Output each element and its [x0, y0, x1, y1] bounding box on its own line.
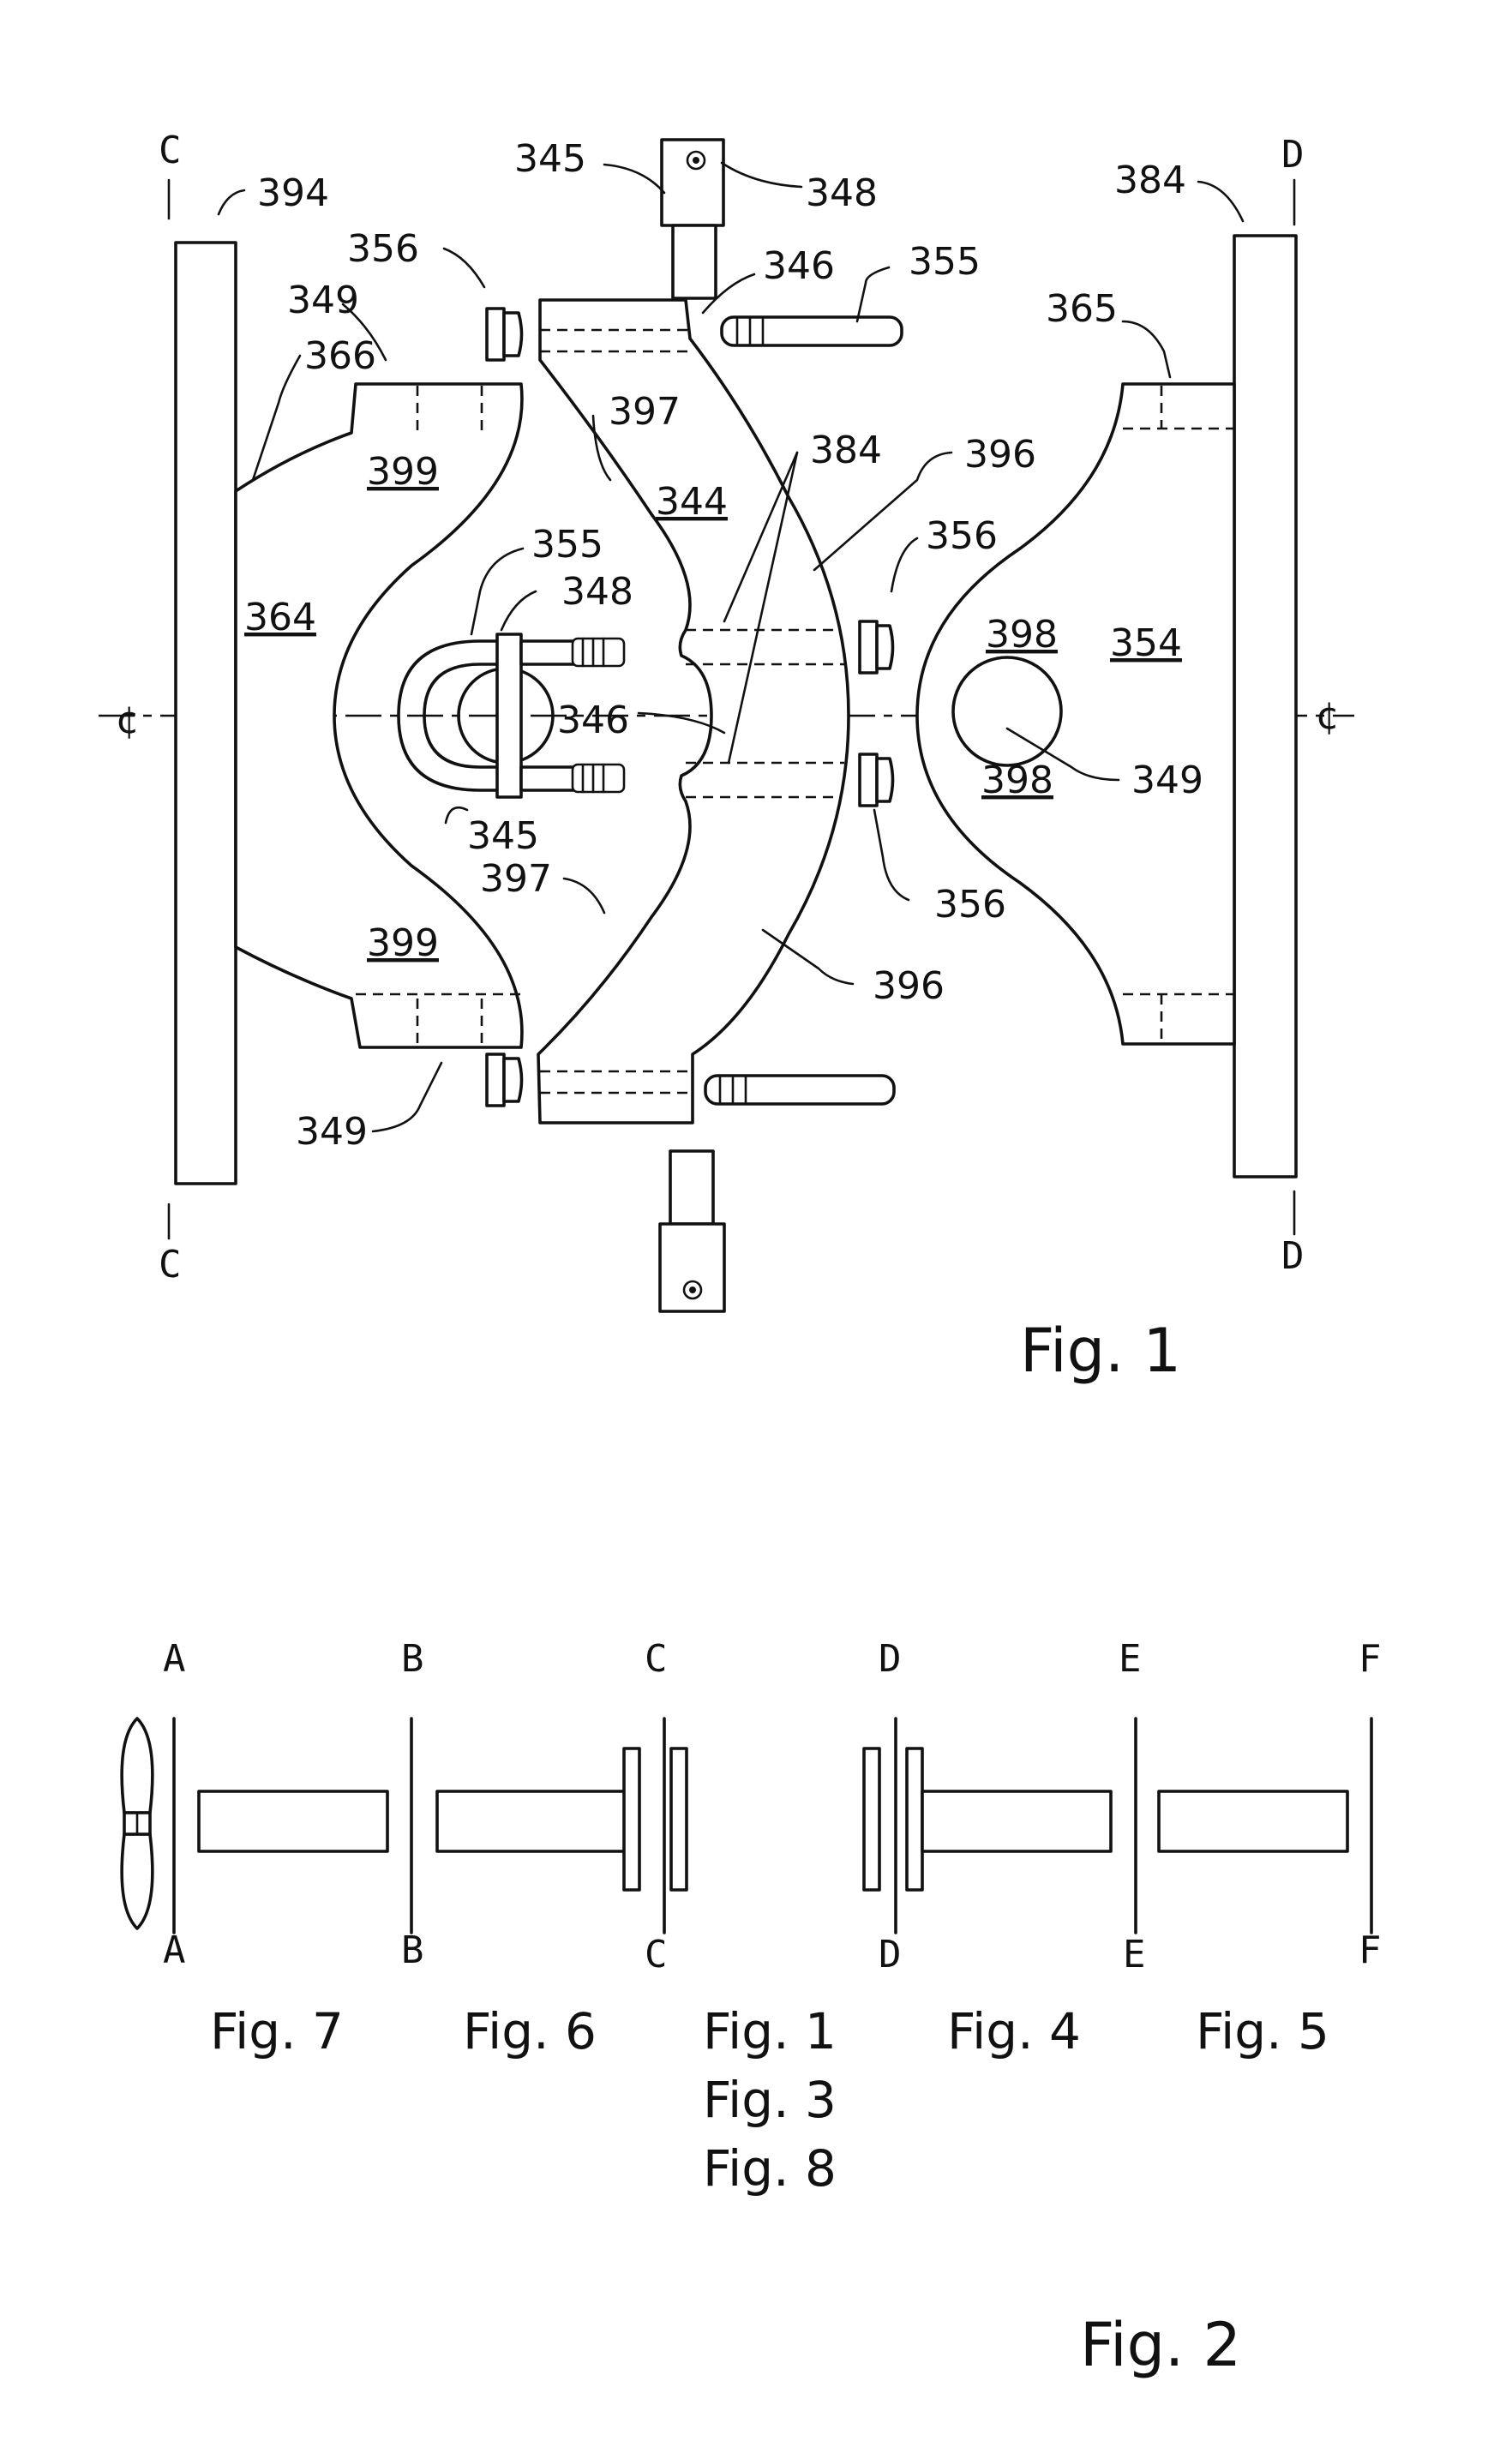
ref-396-bot: 396 — [873, 964, 945, 1008]
nut-356-mid-bottom — [860, 754, 893, 806]
nut-356-bottom — [487, 1054, 522, 1106]
ref-398-top: 398 — [986, 613, 1058, 657]
section-box-fig4 — [922, 1791, 1111, 1851]
section-label-f-bottom: F — [1359, 1928, 1382, 1972]
ref-355-mid: 355 — [531, 523, 603, 567]
nut-356-mid-top — [860, 621, 893, 673]
ref-356-top: 356 — [347, 227, 419, 271]
ref-345-mid: 345 — [467, 814, 539, 858]
caption-fig8: Fig. 8 — [703, 2139, 837, 2198]
caption-fig6: Fig. 6 — [463, 2002, 597, 2060]
caption-fig3: Fig. 3 — [703, 2071, 837, 2129]
centerline-mark-left: ¢ — [116, 699, 140, 742]
ref-397-mid: 397 — [480, 857, 552, 901]
rail-d-inner — [907, 1748, 922, 1890]
ref-396-top: 396 — [964, 433, 1036, 477]
ref-349-right: 349 — [1131, 759, 1203, 802]
ref-348-top: 348 — [806, 171, 878, 215]
right-rail-384 — [1234, 236, 1296, 1177]
caption-fig7: Fig. 7 — [210, 2002, 344, 2060]
section-label-a-top: A — [163, 1637, 186, 1681]
section-box-fig5 — [1159, 1791, 1347, 1851]
section-label-e-top: E — [1119, 1637, 1142, 1681]
ref-397-top: 397 — [609, 390, 681, 434]
ref-344: 344 — [656, 480, 728, 524]
fig2-labels: A B C D E F A B C D E F Fig. 7 Fig. 6 Fi… — [163, 1637, 1382, 2380]
ref-366: 366 — [304, 334, 376, 378]
section-label-c-bottom: C — [159, 1243, 182, 1286]
bottom-pin-345 — [660, 1151, 724, 1311]
fig2-caption: Fig. 2 — [1080, 2310, 1241, 2380]
ref-364: 364 — [244, 596, 316, 639]
section-label-c-top: C — [159, 129, 182, 172]
caption-fig1-small: Fig. 1 — [703, 2002, 837, 2060]
centerline-mark-right: ¢ — [1316, 694, 1340, 738]
top-bolt-355 — [722, 317, 902, 345]
section-label-d2-top: D — [879, 1637, 902, 1681]
ref-356-bot: 356 — [934, 883, 1006, 927]
section-label-f-top: F — [1359, 1637, 1382, 1681]
section-label-b-top: B — [401, 1637, 424, 1681]
ref-399-bot: 399 — [367, 921, 439, 965]
section-label-d-bottom: D — [1281, 1234, 1305, 1278]
rail-d-outer — [864, 1748, 879, 1890]
rail-c-outer — [624, 1748, 639, 1890]
top-pin-345 — [662, 140, 723, 298]
ref-394: 394 — [257, 171, 329, 215]
ref-345-top: 345 — [514, 137, 586, 181]
section-label-c2-top: C — [645, 1637, 668, 1681]
ref-349-bot: 349 — [296, 1110, 368, 1154]
ref-399-top: 399 — [367, 450, 439, 494]
ref-348-mid: 348 — [561, 570, 633, 614]
section-label-d2-bottom: D — [879, 1933, 902, 1976]
section-label-a-bottom: A — [163, 1928, 186, 1972]
ref-346-top: 346 — [763, 244, 835, 288]
ref-356-mid: 356 — [926, 514, 998, 558]
ref-365: 365 — [1046, 287, 1118, 331]
propeller-fig7 — [122, 1718, 153, 1928]
section-label-d-top: D — [1281, 133, 1305, 177]
ref-384-right: 384 — [1114, 159, 1186, 202]
ref-355-top: 355 — [909, 240, 981, 284]
ref-398-bot: 398 — [981, 759, 1053, 802]
ref-346-mid: 346 — [557, 699, 629, 742]
rail-c-inner — [671, 1748, 687, 1890]
section-label-b-bottom: B — [401, 1928, 424, 1972]
section-box-fig1 — [437, 1791, 626, 1851]
caption-fig4: Fig. 4 — [947, 2002, 1081, 2060]
fig1-caption: Fig. 1 — [1020, 1316, 1181, 1386]
bottom-bolt-355 — [705, 1076, 894, 1104]
ref-384-mid: 384 — [810, 429, 882, 472]
ref-349-top: 349 — [287, 279, 359, 322]
right-bracket-354 — [917, 384, 1234, 1044]
section-label-e-bottom: E — [1123, 1933, 1146, 1976]
fig2-diagram — [122, 1718, 1371, 1933]
section-label-c2-bottom: C — [645, 1933, 668, 1976]
caption-fig5: Fig. 5 — [1196, 2002, 1329, 2060]
ref-354: 354 — [1110, 621, 1182, 665]
section-box-fig6 — [199, 1791, 387, 1851]
left-rail-394 — [176, 243, 236, 1184]
nut-356-top — [487, 309, 522, 360]
